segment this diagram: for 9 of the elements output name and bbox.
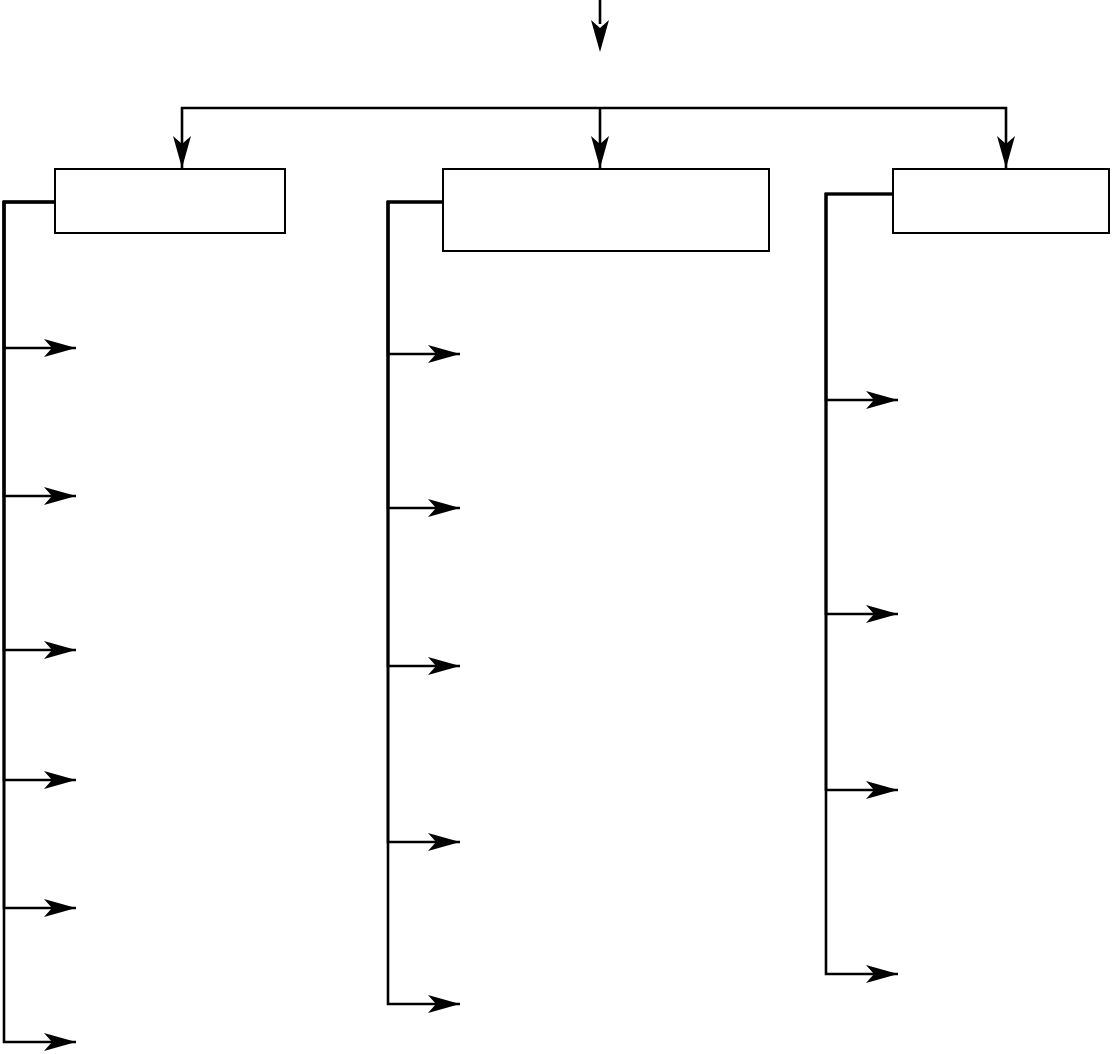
arrow [824,192,898,983]
arrow [173,106,600,168]
process-box [54,168,286,234]
arrow [600,106,1015,168]
process-box [892,168,1110,234]
arrow [2,200,76,1051]
arrow [386,200,460,1013]
process-box [442,168,770,252]
arrow [591,108,609,168]
